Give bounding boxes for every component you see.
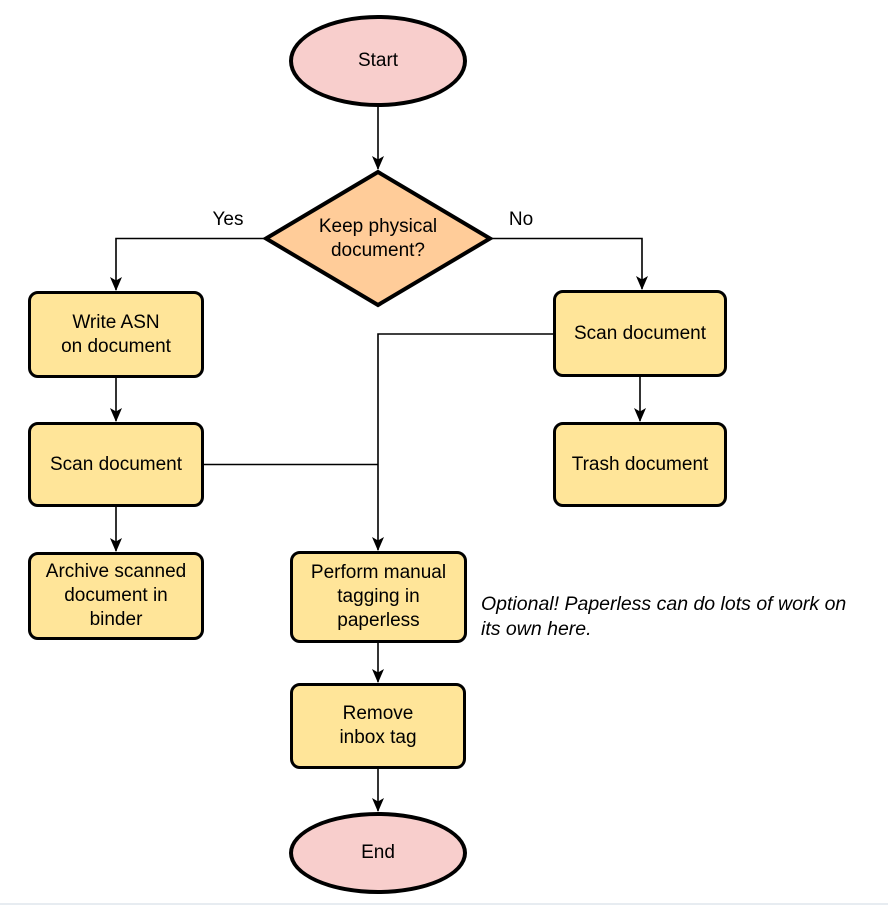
node-trash-document: Trash document	[553, 422, 727, 507]
node-start-label: Start	[357, 50, 399, 71]
bottom-rule	[0, 903, 888, 905]
node-decision: Keep physical document?	[266, 172, 490, 305]
node-write-asn-label: Write ASN on document	[61, 311, 171, 357]
decision-diamond-shape	[262, 169, 494, 308]
node-start: Start	[289, 15, 467, 107]
node-remove-inbox-tag: Remove inbox tag	[290, 683, 466, 769]
node-scan-document-right: Scan document	[553, 290, 727, 377]
node-perform-tagging-label: Perform manual tagging in paperless	[310, 562, 447, 631]
node-end-label: End	[361, 842, 395, 863]
node-scan-document-left-label: Scan document	[49, 453, 183, 475]
node-end: End	[289, 812, 467, 894]
node-perform-tagging: Perform manual tagging in paperless	[290, 551, 467, 643]
node-scan-document-right-label: Scan document	[573, 322, 707, 344]
node-scan-document-left: Scan document	[28, 422, 204, 507]
node-trash-document-label: Trash document	[571, 453, 709, 475]
edge-decision-no-to-scan-right	[489, 237, 648, 290]
node-archive-document: Archive scanned document in binder	[28, 552, 204, 640]
node-decision-label: Keep physical document?	[318, 215, 438, 261]
node-write-asn: Write ASN on document	[28, 291, 204, 378]
node-remove-inbox-tag-label: Remove inbox tag	[339, 703, 417, 748]
node-archive-document-label: Archive scanned document in binder	[45, 561, 187, 630]
optional-note: Optional! Paperless can do lots of work …	[481, 593, 847, 640]
edge-scan-right-to-perform-tagging	[372, 333, 553, 551]
edge-label-no: No	[497, 209, 545, 231]
edge-decision-yes-to-write-asn	[110, 237, 267, 291]
edge-label-yes: Yes	[202, 209, 254, 231]
